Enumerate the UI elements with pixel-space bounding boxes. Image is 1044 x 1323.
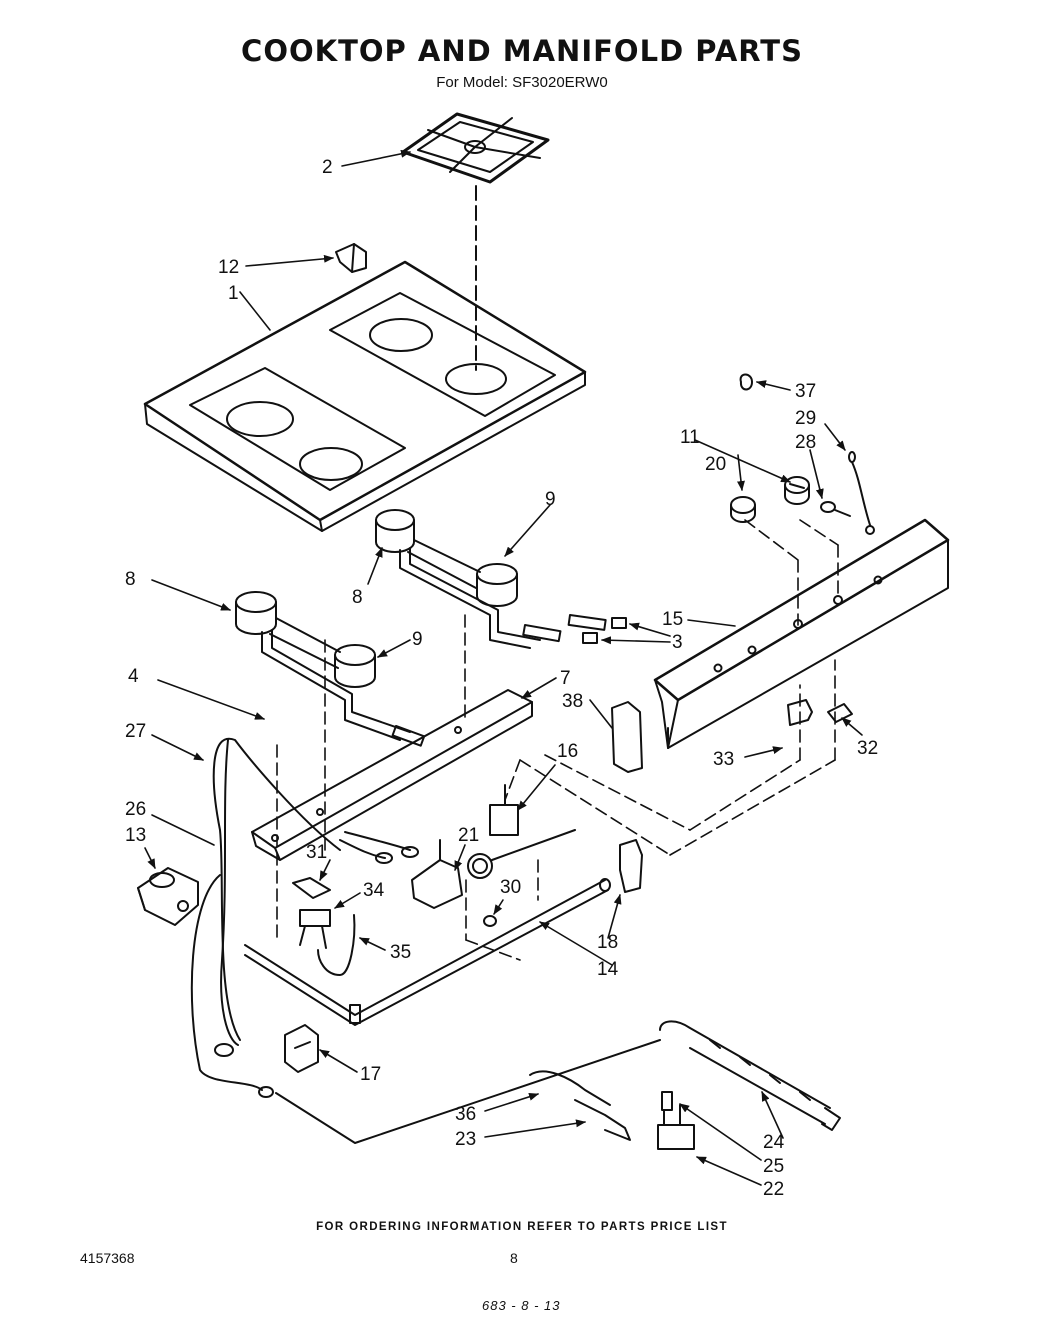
burner-support-bracket: [251, 689, 533, 861]
callout-38: 38: [562, 691, 583, 712]
callout-27: 27: [125, 721, 146, 742]
cooktop-clip: [335, 243, 367, 273]
callout-8-left: 8: [125, 569, 136, 590]
callout-numbers: 2 12 1 9 8 8 9 15 3 4 7 38 27 16 33 32 2…: [125, 157, 878, 1200]
igniter-switch-parts: [739, 373, 875, 535]
callout-12: 12: [218, 257, 239, 278]
safety-valve: [489, 784, 519, 836]
callout-3: 3: [672, 632, 683, 653]
callout-28: 28: [795, 432, 816, 453]
callout-23: 23: [455, 1129, 476, 1150]
heat-shield: [611, 701, 643, 773]
callout-22: 22: [763, 1179, 784, 1200]
callout-33: 33: [713, 749, 734, 770]
main-gas-pipe: [244, 878, 611, 1026]
alignment-dash-lines: [276, 519, 839, 961]
orifice-spuds: [582, 617, 627, 644]
callout-25: 25: [763, 1156, 784, 1177]
oven-igniter-parts: [529, 1070, 695, 1150]
callout-20: 20: [705, 454, 726, 475]
burner-knobs: [730, 476, 810, 523]
burner-grate: [401, 112, 550, 184]
callout-30: 30: [500, 877, 521, 898]
callout-21: 21: [458, 825, 479, 846]
callout-17: 17: [360, 1064, 381, 1085]
left-burner-assembly: [235, 591, 426, 747]
page-number: 8: [510, 1250, 518, 1266]
document-number: 4157368: [80, 1250, 135, 1266]
callout-29: 29: [795, 408, 816, 429]
callout-16: 16: [557, 741, 578, 762]
callout-leaders: [144, 149, 863, 1186]
handwritten-stamp: 683 - 8 - 13: [482, 1298, 561, 1313]
page-title: COOKTOP AND MANIFOLD PARTS: [241, 34, 803, 68]
callout-34: 34: [363, 880, 385, 901]
callout-32: 32: [857, 738, 878, 759]
callout-11: 11: [680, 427, 700, 448]
callout-18: 18: [597, 932, 618, 953]
oven-burner: [659, 1020, 841, 1131]
ordering-note: FOR ORDERING INFORMATION REFER TO PARTS …: [316, 1221, 728, 1233]
callout-2: 2: [322, 157, 333, 178]
callout-37: 37: [795, 381, 816, 402]
callout-35: 35: [390, 942, 411, 963]
pipe-support-bracket: [619, 839, 643, 893]
wire-clip-bracket: [284, 1024, 319, 1073]
callout-13: 13: [125, 825, 146, 846]
mounting-brackets: [787, 699, 853, 726]
callout-4: 4: [128, 666, 139, 687]
model-subtitle: For Model: SF3020ERW0: [436, 74, 608, 91]
callout-31: 31: [306, 842, 327, 863]
callout-14: 14: [597, 959, 619, 980]
callout-15: 15: [662, 609, 683, 630]
gas-tubing: [190, 737, 661, 1144]
pressure-regulator: [137, 867, 199, 926]
callout-7: 7: [560, 668, 571, 689]
oven-valve: [411, 829, 576, 909]
callout-1: 1: [228, 283, 239, 304]
callout-36: 36: [455, 1104, 476, 1125]
callout-9-left: 9: [412, 629, 423, 650]
right-burner-assembly: [375, 509, 607, 649]
spark-switch-parts: [292, 877, 356, 976]
callout-26: 26: [125, 799, 146, 820]
callout-8-right: 8: [352, 587, 363, 608]
callout-9-right: 9: [545, 489, 556, 510]
callout-24: 24: [763, 1132, 785, 1153]
manifold-panel: [653, 518, 950, 749]
tube-clamp: [483, 915, 497, 927]
cooktop-panel: [143, 260, 587, 532]
